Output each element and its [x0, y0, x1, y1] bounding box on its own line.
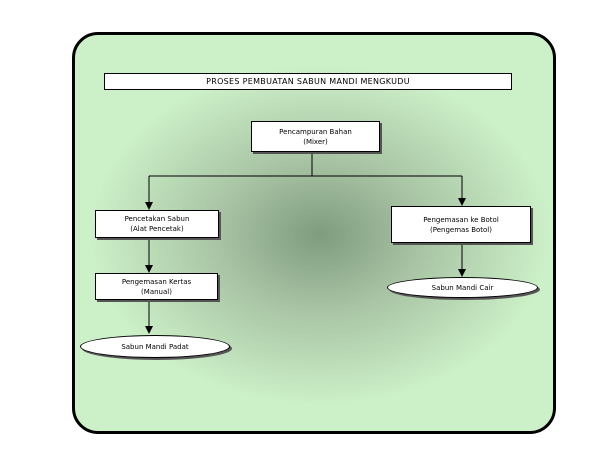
- node-bottle-packing-label: Pengemasan ke Botol: [423, 215, 499, 224]
- node-mixing: Pencampuran Bahan (Mixer): [251, 121, 380, 152]
- node-liquid-soap: Sabun Mandi Cair: [387, 277, 538, 298]
- node-molding: Pencetakan Sabun (Alat Pencetak): [95, 210, 219, 238]
- node-paper-packing-label: Pengemasan Kertas: [121, 277, 192, 286]
- node-solid-soap-label: Sabun Mandi Padat: [121, 342, 189, 351]
- node-mixing-label: Pencampuran Bahan: [279, 127, 352, 136]
- node-mixing-equipment: (Mixer): [303, 137, 328, 146]
- diagram-title: PROSES PEMBUATAN SABUN MANDI MENGKUDU: [104, 73, 512, 90]
- node-solid-soap: Sabun Mandi Padat: [80, 335, 230, 358]
- diagram-title-text: PROSES PEMBUATAN SABUN MANDI MENGKUDU: [206, 76, 410, 86]
- node-molding-equipment: (Alat Pencetak): [130, 225, 184, 233]
- node-paper-packing: Pengemasan Kertas (Manual): [95, 273, 218, 300]
- node-bottle-packing: Pengemasan ke Botol (Pengemas Botol): [391, 206, 531, 243]
- node-molding-label: Pencetakan Sabun: [124, 215, 190, 223]
- node-paper-packing-method: (Manual): [141, 287, 172, 296]
- node-bottle-packing-equipment: (Pengemas Botol): [430, 225, 492, 234]
- node-liquid-soap-label: Sabun Mandi Cair: [431, 283, 494, 292]
